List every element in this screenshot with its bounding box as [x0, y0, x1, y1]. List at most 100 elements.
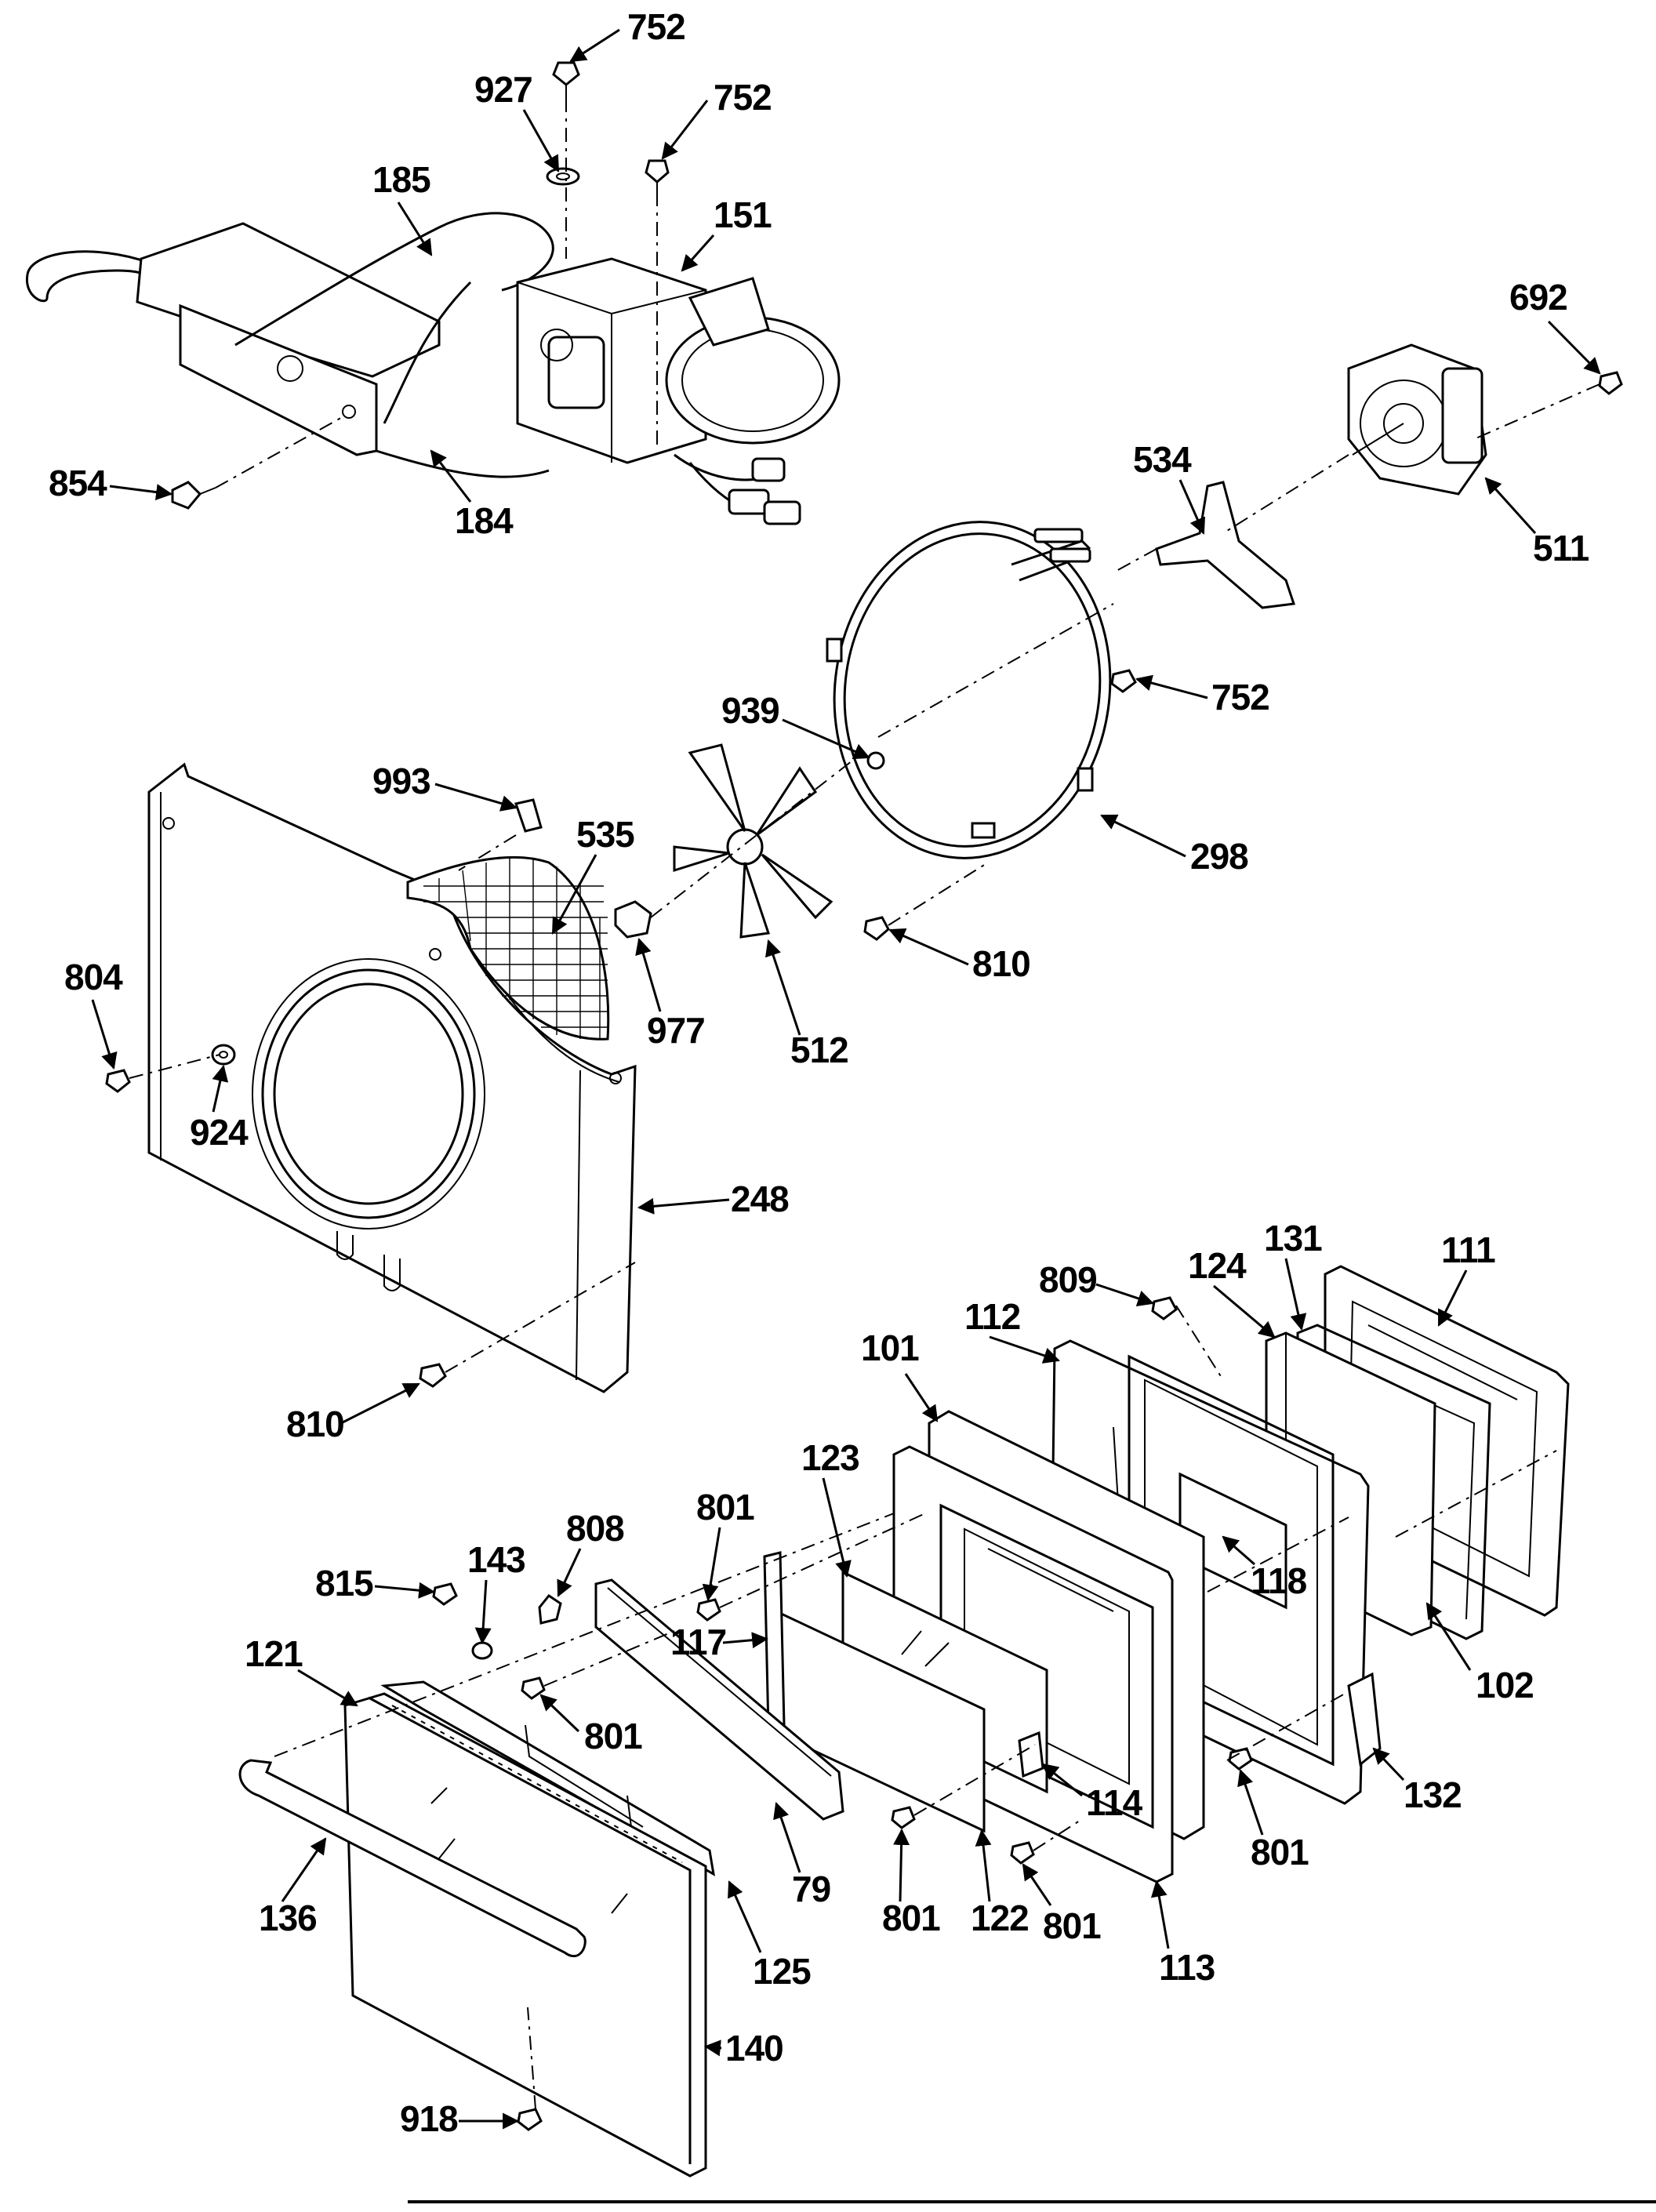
callout-label-924: 924 — [190, 1112, 249, 1153]
leader-line-c752b — [661, 100, 709, 160]
nut-977 — [614, 900, 652, 939]
leader-line-c123 — [822, 1477, 852, 1578]
leader-line-c114 — [1041, 1763, 1083, 1797]
leader-line-c801d — [893, 1828, 910, 1902]
screw-801-a — [696, 1598, 721, 1622]
leader-line-c118 — [1222, 1535, 1255, 1566]
callout-label-939: 939 — [721, 690, 779, 731]
heat-shield-79 — [594, 1578, 844, 1821]
leader-line-c801b — [539, 1694, 580, 1733]
callout-label-118: 118 — [1251, 1560, 1307, 1601]
screw-809 — [1151, 1296, 1178, 1320]
leader-line-c101 — [904, 1373, 939, 1422]
callout-label-131: 131 — [1264, 1218, 1322, 1259]
leader-line-c939 — [782, 718, 870, 760]
bracket-534 — [1155, 481, 1296, 609]
leader-line-c122 — [975, 1829, 992, 1902]
leader-line-c810a — [888, 928, 969, 966]
callout-label-809: 809 — [1039, 1259, 1097, 1300]
screw-810-right — [863, 916, 890, 941]
callout-label-692: 692 — [1509, 277, 1567, 318]
callout-label-801: 801 — [1043, 1905, 1101, 1946]
callout-label-121: 121 — [245, 1633, 303, 1674]
callout-label-511: 511 — [1533, 528, 1589, 568]
callout-label-804: 804 — [64, 957, 123, 997]
outer-door-140 — [343, 1692, 707, 2177]
screw-801-c — [1228, 1747, 1253, 1771]
fan-motor-511 — [1347, 343, 1487, 496]
callout-label-184: 184 — [455, 500, 514, 541]
callout-label-101: 101 — [861, 1328, 919, 1368]
callout-label-752: 752 — [627, 6, 685, 47]
callout-label-125: 125 — [753, 1951, 811, 1992]
leader-line-c143 — [474, 1579, 492, 1645]
leader-line-c927 — [522, 109, 560, 173]
leader-line-c977 — [635, 937, 662, 1012]
callout-label-535: 535 — [576, 814, 634, 855]
callout-label-534: 534 — [1133, 439, 1192, 480]
leader-line-c993 — [434, 783, 518, 812]
screw-804 — [105, 1069, 131, 1093]
fan-housing-248 — [147, 762, 637, 1393]
callout-label-111: 111 — [1441, 1229, 1495, 1270]
callout-label-185: 185 — [372, 159, 430, 200]
leader-line-c185 — [397, 202, 433, 256]
callout-label-752: 752 — [714, 77, 772, 118]
leader-line-c808 — [557, 1548, 582, 1597]
callout-label-112: 112 — [964, 1296, 1020, 1337]
leader-line-c113 — [1150, 1880, 1170, 1949]
callout-label-810: 810 — [286, 1404, 344, 1444]
callout-label-298: 298 — [1190, 836, 1248, 877]
callout-label-143: 143 — [467, 1539, 525, 1580]
leader-line-c692 — [1547, 320, 1601, 375]
callout-label-79: 79 — [792, 1869, 830, 1909]
leader-line-c854 — [109, 484, 173, 501]
washer-924 — [211, 1044, 236, 1066]
leader-line-c815 — [374, 1582, 436, 1599]
callout-label-136: 136 — [259, 1898, 317, 1938]
leader-line-c809 — [1095, 1283, 1154, 1306]
screw-801-e — [1010, 1841, 1035, 1865]
callout-label-977: 977 — [647, 1010, 705, 1051]
leader-line-c512 — [765, 939, 801, 1036]
screw-692 — [1598, 371, 1623, 395]
leader-line-c79 — [773, 1802, 801, 1873]
washer-927 — [546, 167, 580, 186]
callout-label-801: 801 — [1251, 1832, 1309, 1872]
heating-element-298 — [826, 521, 1112, 859]
callout-label-248: 248 — [731, 1179, 789, 1219]
callout-label-124: 124 — [1188, 1245, 1247, 1286]
screw-815 — [432, 1582, 458, 1606]
leader-line-c125 — [728, 1880, 762, 1953]
bracket-114 — [1018, 1731, 1044, 1778]
screw-918 — [517, 2108, 543, 2131]
callout-label-151: 151 — [714, 194, 772, 235]
screw-810-left — [419, 1363, 447, 1388]
leader-line-c117 — [722, 1632, 769, 1649]
leader-line-c534 — [1178, 479, 1205, 535]
screw-808 — [538, 1593, 562, 1625]
leader-line-c535 — [551, 854, 597, 935]
leader-line-c112 — [989, 1335, 1060, 1364]
callout-label-140: 140 — [725, 2028, 783, 2069]
leader-line-c801a — [702, 1527, 721, 1602]
leader-line-c801c — [1237, 1769, 1264, 1836]
callout-label-122: 122 — [971, 1898, 1029, 1938]
leader-line-c140 — [703, 2039, 722, 2057]
leader-line-c248 — [637, 1197, 730, 1215]
leader-line-c298 — [1100, 814, 1186, 858]
screw-854 — [171, 481, 216, 510]
screw-752-top — [552, 61, 580, 98]
callout-label-102: 102 — [1476, 1665, 1534, 1705]
callout-label-808: 808 — [566, 1508, 624, 1549]
callout-label-132: 132 — [1404, 1774, 1462, 1815]
leader-line-c184 — [430, 449, 472, 503]
leader-line-c810b — [340, 1382, 420, 1425]
clip-993 — [514, 798, 543, 833]
callout-label-993: 993 — [372, 761, 430, 801]
door-handle-136 — [238, 1759, 586, 1958]
callout-label-815: 815 — [315, 1563, 373, 1604]
callout-label-114: 114 — [1086, 1782, 1143, 1823]
